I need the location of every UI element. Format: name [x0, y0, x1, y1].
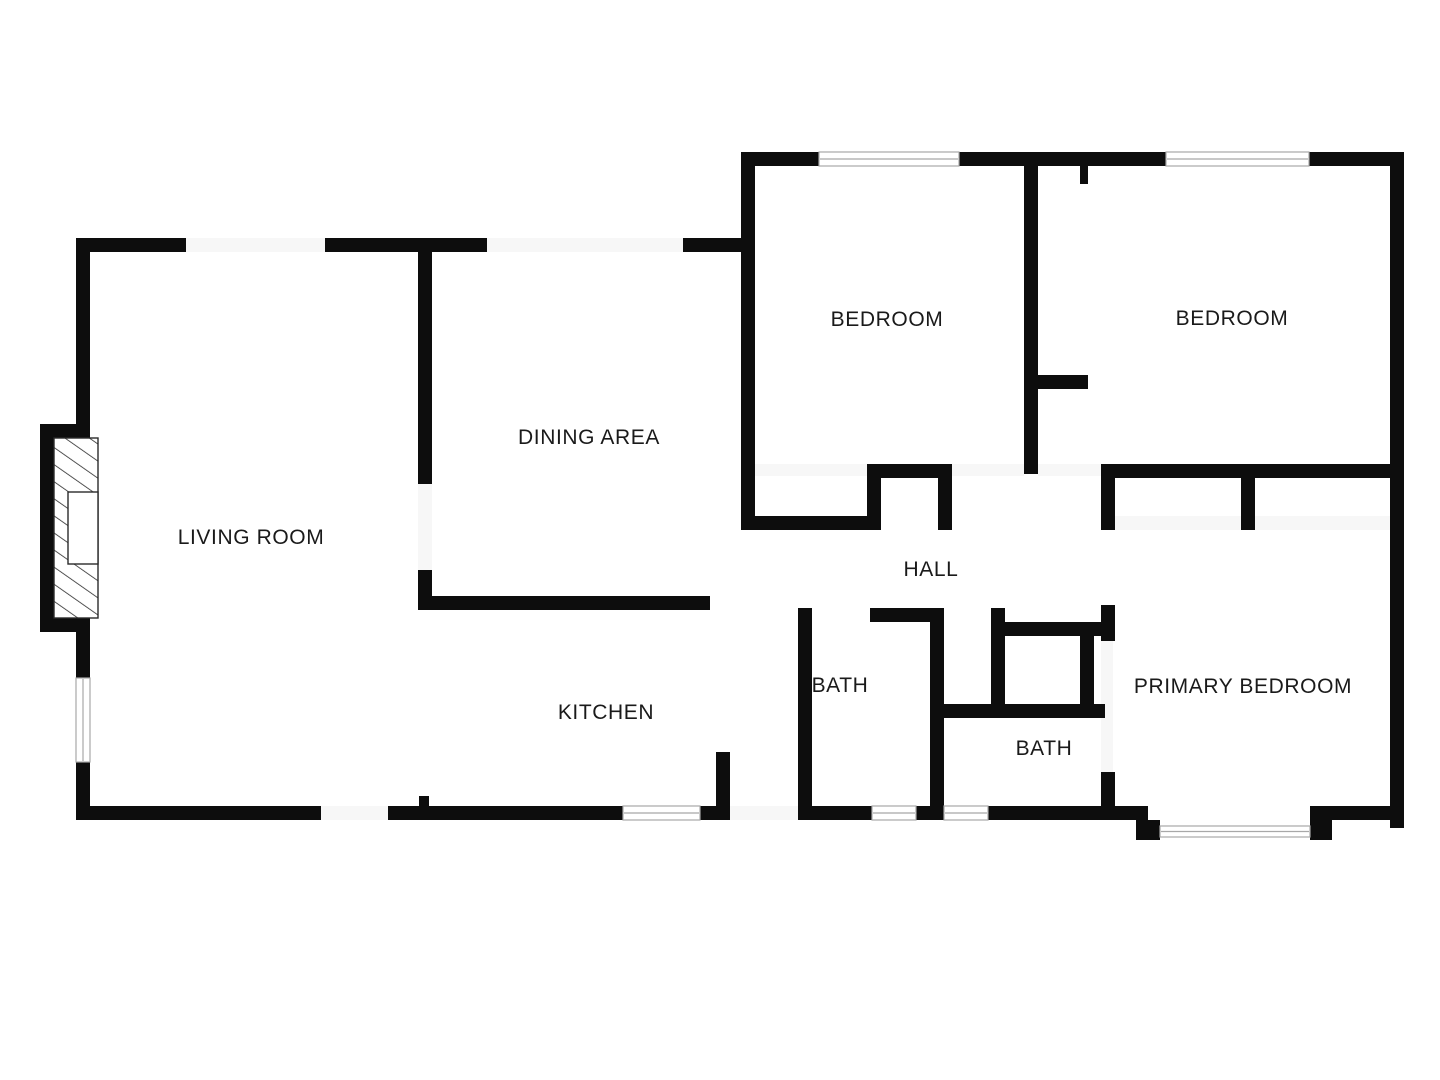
exterior-bottom-bath-c — [988, 806, 1148, 820]
bath-left-north-wall — [870, 608, 940, 622]
exterior-top-left-seg-b — [325, 238, 487, 252]
bath-mid-right — [1080, 622, 1094, 718]
closet-mid-left — [876, 464, 952, 478]
window-bath-left-south — [871, 805, 917, 821]
exterior-bottom-left-a — [76, 806, 321, 820]
window-kitchen-south — [622, 805, 701, 821]
exterior-top-right-c — [1309, 152, 1390, 166]
opening-front-entry-b — [487, 238, 683, 252]
primary-bottom-right — [1310, 806, 1404, 820]
exterior-bottom-left-c — [700, 806, 730, 820]
interior-dining-kitchen — [418, 596, 710, 610]
exterior-left-lower — [76, 618, 90, 678]
room-label-living-room: LIVING ROOM — [177, 526, 325, 549]
opening-kitchen-south — [321, 806, 388, 820]
primary-bay-left — [1136, 820, 1160, 840]
window-living-room-west — [75, 677, 91, 763]
exterior-left-upper — [76, 238, 90, 430]
windows-layer — [75, 151, 1311, 838]
window-bedroom-left-north — [818, 151, 960, 167]
bath-mid-left-stub — [991, 608, 1005, 718]
bath-left-west-wall — [798, 608, 812, 820]
bedroom-left-closet-bottom — [755, 516, 881, 530]
room-label-bath-right: BATH — [1015, 737, 1073, 760]
exterior-top-right-a — [755, 152, 819, 166]
bedroom-right-closet-left — [1101, 464, 1115, 530]
bedroom-left-west-wall — [741, 152, 755, 530]
exterior-bottom-bath-b — [916, 806, 944, 820]
closet-bottom-stub — [1024, 375, 1088, 389]
opening-hall-primary — [1101, 641, 1113, 772]
primary-bay-right — [1310, 820, 1332, 840]
opening-bedroom-left-hall — [755, 464, 867, 476]
closet-mid-right — [938, 464, 952, 530]
opening-bedroom-right — [1038, 464, 1101, 476]
exterior-bottom-bath-a — [798, 806, 872, 820]
bedroom-right-closet-mid — [1241, 464, 1255, 530]
hall-right-stub-top — [1101, 605, 1115, 641]
bedroom-left-closet-right — [867, 464, 881, 530]
opening-living-dining — [418, 484, 432, 570]
room-label-kitchen: KITCHEN — [557, 701, 655, 724]
bath-mid-south — [938, 704, 1105, 718]
room-label-primary-bedroom: PRIMARY BEDROOM — [1133, 675, 1353, 698]
interior-living-dining-top — [418, 252, 432, 484]
opening-front-entry-a — [186, 238, 325, 252]
bath-left-east-wall — [930, 608, 944, 820]
walls-layer — [40, 152, 1404, 840]
exterior-top-right-b — [959, 152, 1166, 166]
fireplace-firebox — [67, 491, 99, 565]
window-primary-bay-south — [1159, 825, 1311, 838]
exterior-top-left-seg-a — [76, 238, 186, 252]
exterior-left-bump — [40, 424, 54, 632]
exterior-right — [1390, 152, 1404, 828]
window-bath-right-south — [943, 805, 989, 821]
opening-kitchen-hall — [730, 806, 798, 820]
kitchen-right-stub — [716, 752, 730, 808]
openings-layer — [186, 184, 1391, 820]
exterior-bottom-left-b — [388, 806, 623, 820]
room-label-bath-left: BATH — [811, 674, 869, 697]
exterior-left-lower2 — [76, 762, 90, 820]
room-label-bedroom-left: BEDROOM — [830, 308, 944, 331]
window-bedroom-right-north — [1165, 151, 1310, 167]
closet-divider-vertical — [1024, 166, 1038, 474]
exterior-top-left-seg-c — [683, 238, 755, 252]
closet-top-stub — [1080, 166, 1088, 184]
room-label-bedroom-right: BEDROOM — [1175, 307, 1289, 330]
room-label-hall: HALL — [903, 558, 959, 581]
room-label-dining-area: DINING AREA — [518, 426, 660, 449]
bath-mid-north — [1005, 622, 1111, 636]
exterior-bottom-kitchen-nub — [419, 796, 429, 808]
opening-closet-mid — [952, 464, 1024, 476]
fireplace-icon — [53, 437, 99, 619]
